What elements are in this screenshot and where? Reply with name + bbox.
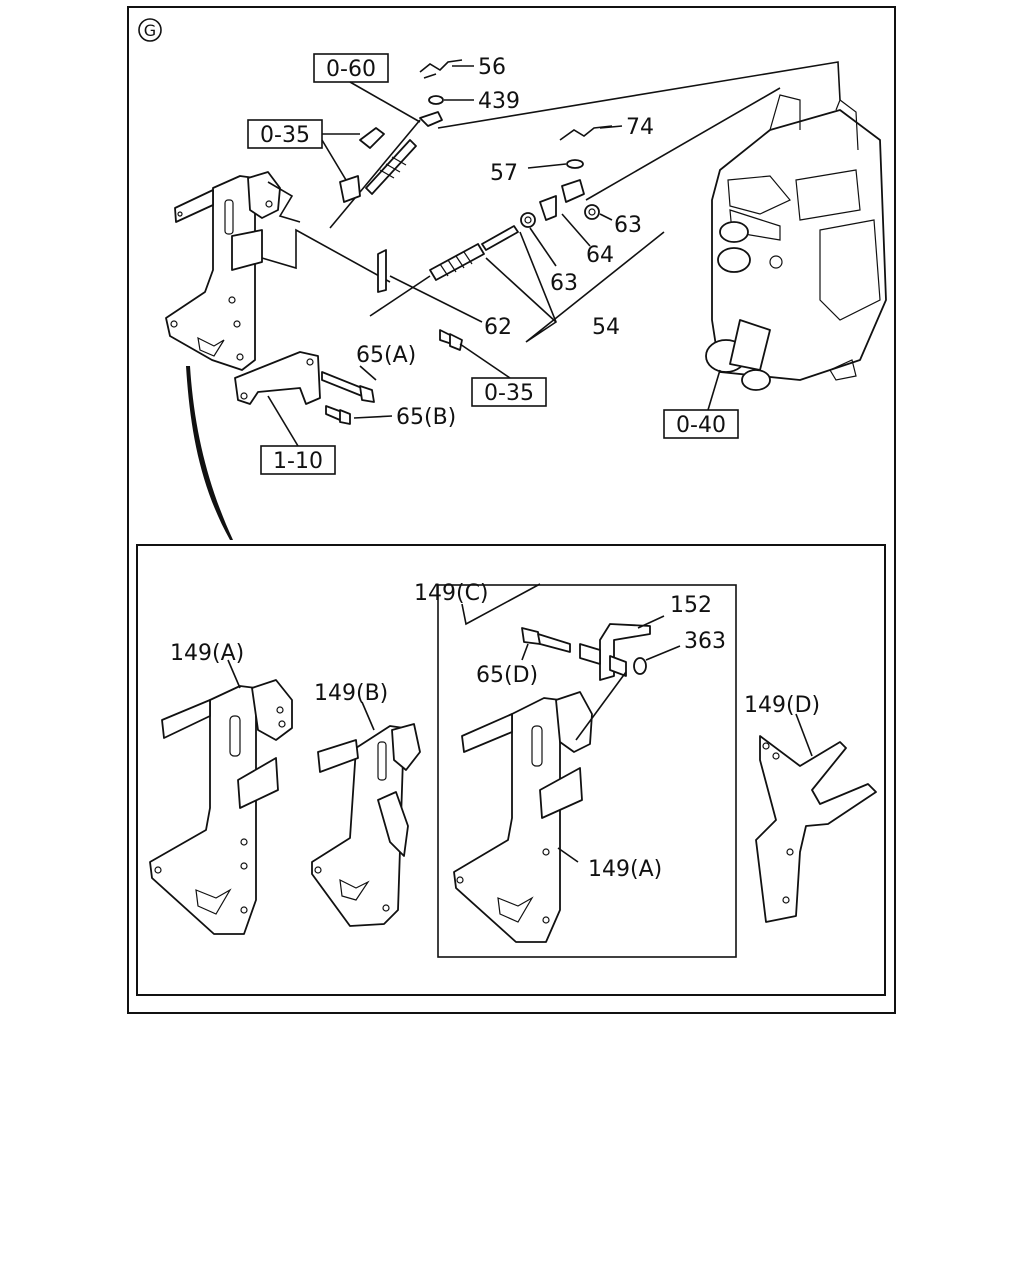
ref-box-035-lower: 0-35: [471, 377, 547, 407]
bracket-149a-in-c: [453, 691, 593, 943]
detail-arrow: [186, 366, 233, 540]
callout-152: 152: [670, 593, 712, 618]
washer-363: [633, 657, 647, 675]
bracket-149d: [755, 735, 877, 923]
detail-frame: [136, 544, 886, 996]
ref-box-035-upper-text: 0-35: [260, 123, 310, 148]
detail-149c-frame: [437, 584, 737, 958]
ref-box-035-lower-text: 0-35: [484, 381, 534, 406]
bolt-035-lower: [439, 329, 463, 351]
ref-box-060: 0-60: [313, 53, 389, 83]
bolt-65b: [325, 405, 351, 425]
callout-149d: 149(D): [744, 693, 820, 718]
ref-box-110-text: 1-10: [273, 449, 323, 474]
callout-54: 54: [592, 315, 620, 340]
plate-152: [579, 623, 651, 681]
washer-439: [428, 95, 444, 105]
callout-64: 64: [586, 243, 614, 268]
washer-57: [566, 159, 584, 169]
callout-363: 363: [684, 629, 726, 654]
view-marker-label: G: [144, 21, 156, 40]
nut-63b: [584, 204, 600, 220]
cable-upper: [329, 111, 443, 229]
callout-62: 62: [484, 315, 512, 340]
bracket-64: [539, 179, 585, 221]
callout-74: 74: [626, 115, 654, 140]
clip-56: [419, 59, 463, 79]
callout-65b: 65(B): [396, 405, 456, 430]
view-marker: G: [138, 18, 162, 42]
injection-pump: [705, 94, 887, 391]
ref-box-060-text: 0-60: [326, 57, 376, 82]
callout-149b: 149(B): [314, 681, 388, 706]
cable-lower: [369, 225, 519, 317]
outer-frame: [127, 6, 896, 1014]
pedal-bracket: [165, 171, 281, 371]
ref-box-040-text: 0-40: [676, 413, 726, 438]
bracket-149a: [149, 679, 293, 935]
nut-63a: [520, 212, 536, 228]
callout-63-left: 63: [550, 271, 578, 296]
callout-149a: 149(A): [170, 641, 244, 666]
callout-65a: 65(A): [356, 343, 416, 368]
callout-149c: 149(C): [414, 581, 489, 606]
callout-65d: 65(D): [476, 663, 538, 688]
callout-57: 57: [490, 161, 518, 186]
callout-149a-in-c: 149(A): [588, 857, 662, 882]
ref-box-040: 0-40: [663, 409, 739, 439]
bracket-149b: [311, 723, 421, 927]
callout-439: 439: [478, 89, 520, 114]
bolt-65a: [321, 371, 375, 403]
bolt-65d: [521, 627, 571, 653]
ref-box-110: 1-10: [260, 445, 336, 475]
lower-bracket: [234, 351, 321, 405]
ref-box-035-upper: 0-35: [247, 119, 323, 149]
callout-56: 56: [478, 55, 506, 80]
callout-63-right: 63: [614, 213, 642, 238]
